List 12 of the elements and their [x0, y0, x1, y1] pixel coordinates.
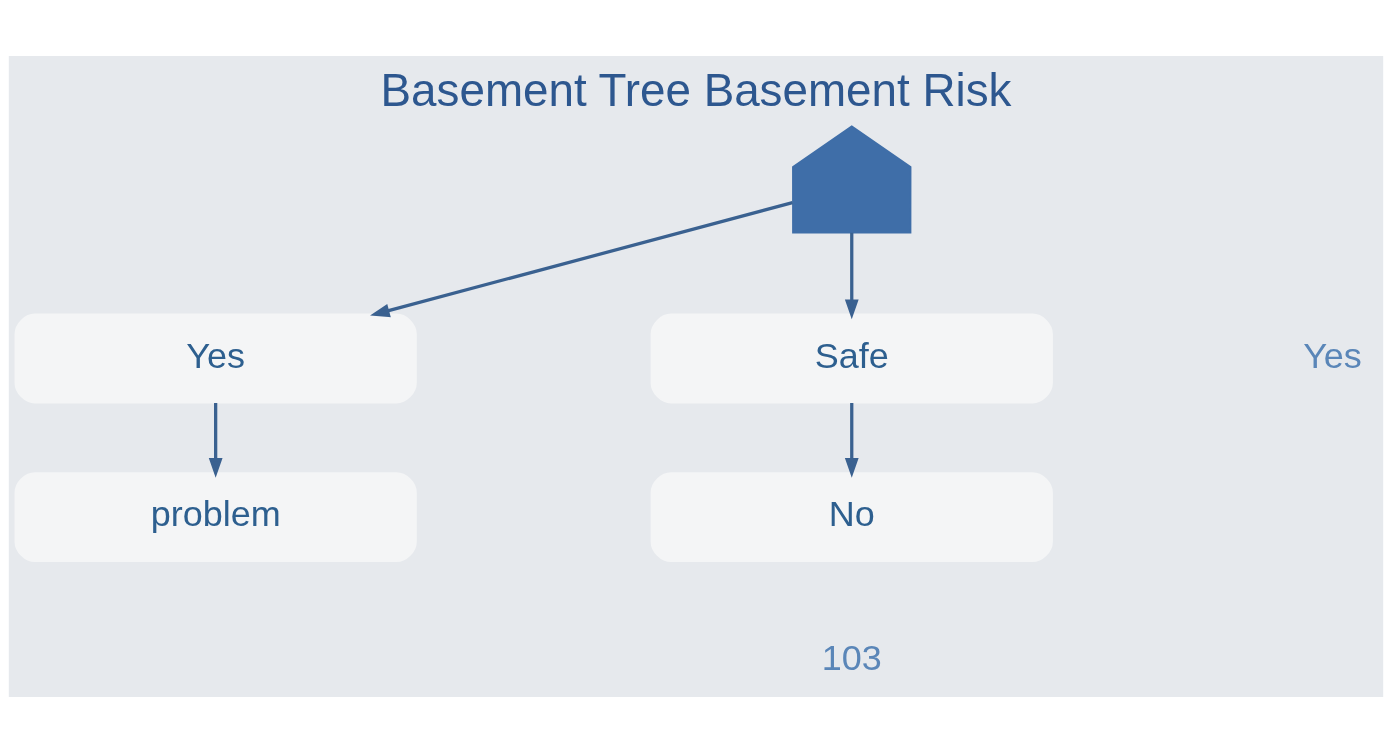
arrow — [208, 402, 223, 478]
diagram-title: Basement Tree Basement Risk — [380, 64, 1012, 116]
node-house — [792, 124, 912, 234]
label: 103 — [821, 636, 882, 678]
node-box: Yes — [14, 313, 417, 403]
arrow — [844, 232, 859, 319]
node-box: Safe — [650, 313, 1053, 403]
node-box: No — [650, 471, 1053, 562]
label: Yes — [1303, 334, 1362, 376]
arrow — [844, 402, 859, 478]
arrow — [370, 200, 793, 317]
node-box: problem — [14, 471, 417, 562]
